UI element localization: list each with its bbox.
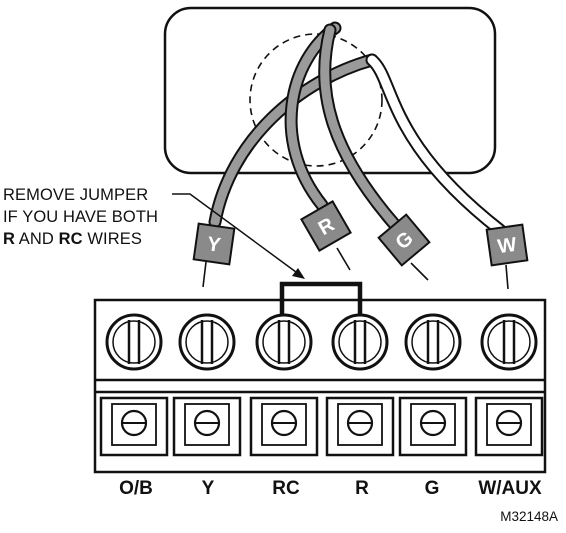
screw-head-g: [404, 313, 462, 371]
wire-tag-w-label: W: [496, 234, 518, 258]
note-line-1: REMOVE JUMPER: [3, 186, 149, 204]
terminal-label-g: G: [424, 478, 440, 499]
screw-head-waux: [480, 313, 538, 371]
terminal-block: [93, 298, 547, 474]
terminal-label-r: R: [355, 478, 369, 499]
screw-head-rc: [255, 313, 313, 371]
terminal-label-rc: RC: [272, 478, 300, 499]
wire-tag-w: W: [485, 223, 529, 267]
jumper-callout-line: [172, 193, 301, 276]
note-and-word: AND: [15, 230, 59, 248]
wire-hole: [249, 33, 383, 167]
screw-head-rim-r: [338, 320, 382, 364]
remove-jumper-note: REMOVE JUMPER IF YOU HAVE BOTH R AND RC …: [3, 184, 158, 250]
screw-head-r: [331, 313, 389, 371]
wires: [208, 21, 507, 237]
note-line-3: R AND RC WIRES: [3, 228, 158, 250]
wire-tag-g: G: [377, 213, 431, 267]
screw-head-rim-ob: [112, 320, 156, 364]
screw-head-rim-waux: [487, 320, 531, 364]
terminal-label-ob: O/B: [119, 478, 153, 499]
screw-head-rim-g: [411, 320, 455, 364]
wire-ends: [202, 247, 509, 290]
screw-head-rim-rc: [262, 320, 306, 364]
screw-head-ob: [105, 313, 163, 371]
wire-tag-r: R: [300, 200, 352, 252]
note-rc-word: RC: [58, 230, 83, 248]
jumper-callout-arrowhead: [292, 268, 305, 279]
note-wires-word: WIRES: [82, 230, 142, 248]
wire-tag-y-label: Y: [206, 233, 223, 257]
screw-head-rim-y: [185, 320, 229, 364]
wire-tag-y: Y: [192, 222, 236, 266]
note-r-word: R: [3, 230, 16, 248]
terminal-label-waux: W/AUX: [478, 478, 542, 499]
screw-head-y: [178, 313, 236, 371]
note-line-2: IF YOU HAVE BOTH: [3, 208, 159, 226]
figure-code: M32148A: [500, 509, 558, 524]
rc-r-jumper: [279, 281, 363, 316]
terminal-label-y: Y: [201, 478, 215, 499]
